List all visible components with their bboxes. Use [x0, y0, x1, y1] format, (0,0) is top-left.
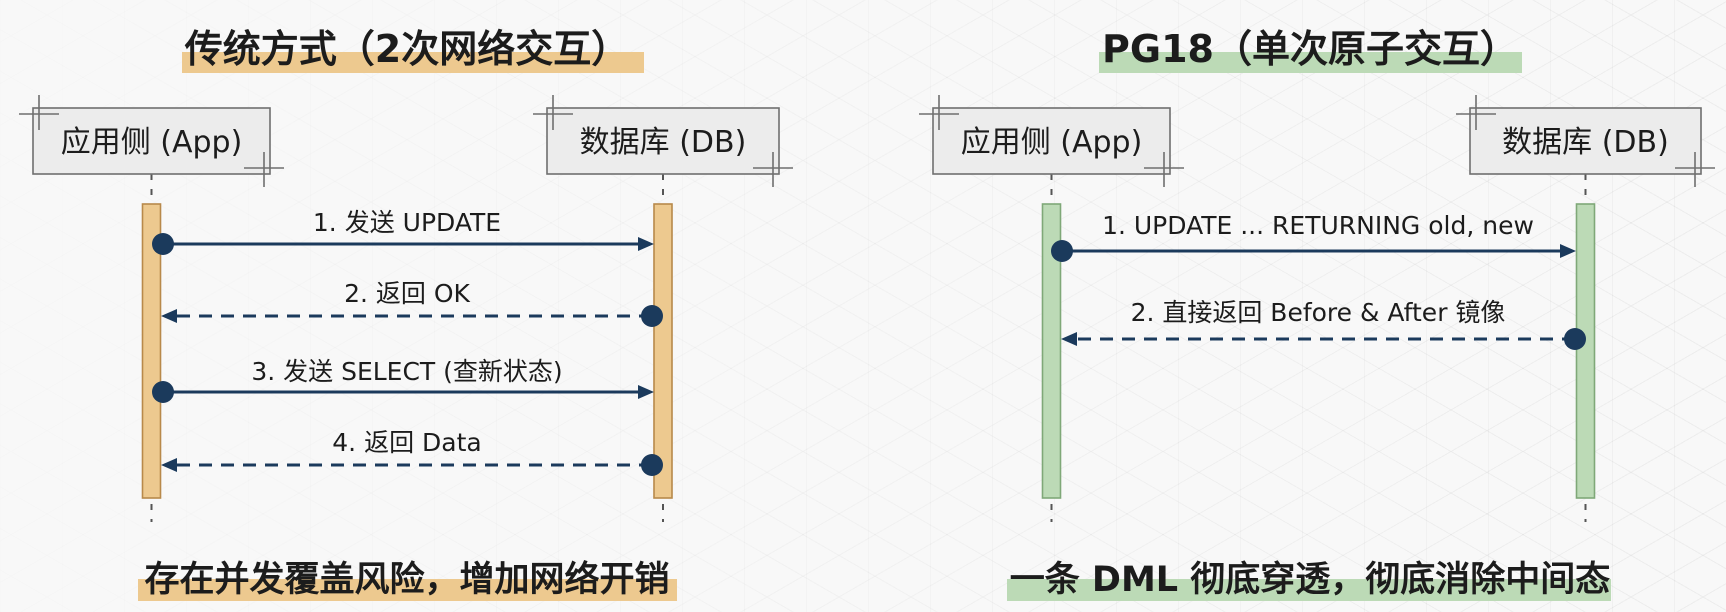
right-db-participant-label: 数据库 (DB): [1502, 125, 1669, 160]
left-message-1-start-dot: [152, 233, 174, 255]
left-message-2-label: 2. 返回 OK: [344, 279, 470, 308]
right-message-2-start-dot: [1564, 328, 1586, 350]
right-message-2-arrowhead: [1061, 332, 1077, 346]
right-db-participant-box: [1469, 107, 1702, 175]
right-app-participant-box: [932, 107, 1171, 175]
left-app-participant-label: 应用侧 (App): [61, 125, 243, 160]
left-message-1-arrowhead: [638, 237, 654, 251]
right-message-1: 1. UPDATE ... RETURNING old, new: [1051, 211, 1576, 262]
right-app-activation-bar: [1041, 203, 1062, 499]
right-footer-highlight: [1007, 579, 1611, 601]
right-message-2: 2. 直接返回 Before & After 镜像: [1061, 298, 1586, 350]
left-message-1: 1. 发送 UPDATE: [152, 208, 654, 255]
right-message-1-start-dot: [1051, 240, 1073, 262]
left-message-2-start-dot: [641, 305, 663, 327]
left-app-activation-bar: [141, 203, 162, 499]
left-db-participant-label: 数据库 (DB): [580, 125, 747, 160]
left-app-participant-box: [32, 107, 271, 175]
left-message-2-arrowhead: [161, 309, 177, 323]
left-db-activation-bar: [653, 203, 673, 499]
left-message-4: 4. 返回 Data: [161, 428, 663, 476]
right-message-1-arrowhead: [1560, 244, 1576, 258]
right-app-participant-label: 应用侧 (App): [961, 125, 1143, 160]
left-message-4-start-dot: [641, 454, 663, 476]
left-panel: 传统方式（2次网络交互） 应用侧 (App) 数据库 (DB) 1. 发: [19, 27, 793, 601]
right-panel: PG18（单次原子交互） 应用侧 (App) 数据库 (DB) 1. U: [919, 27, 1715, 601]
left-footer: 存在并发覆盖风险，增加网络开销: [144, 559, 669, 600]
left-message-4-arrowhead: [161, 458, 177, 472]
left-message-3-start-dot: [152, 381, 174, 403]
right-app-participant: 应用侧 (App): [919, 95, 1184, 187]
left-message-4-label: 4. 返回 Data: [332, 428, 481, 457]
left-title-highlight: [182, 52, 644, 73]
right-message-2-label: 2. 直接返回 Before & After 镜像: [1131, 298, 1506, 327]
left-db-participant: 数据库 (DB): [533, 95, 793, 187]
right-title: PG18（单次原子交互）: [1102, 27, 1518, 71]
right-db-activation-bar: [1575, 203, 1596, 499]
right-footer: 一条 DML 彻底穿透，彻底消除中间态: [1010, 560, 1611, 600]
left-message-3: 3. 发送 SELECT (查新状态): [152, 357, 654, 403]
left-message-3-label: 3. 发送 SELECT (查新状态): [251, 357, 562, 386]
left-title: 传统方式（2次网络交互）: [184, 27, 629, 71]
left-message-2: 2. 返回 OK: [161, 279, 663, 327]
left-app-participant: 应用侧 (App): [19, 95, 284, 187]
left-message-3-arrowhead: [638, 385, 654, 399]
left-db-participant-box: [546, 107, 780, 175]
right-message-1-label: 1. UPDATE ... RETURNING old, new: [1102, 211, 1534, 240]
right-title-highlight: [1099, 52, 1522, 73]
right-db-participant: 数据库 (DB): [1456, 95, 1715, 187]
left-message-1-label: 1. 发送 UPDATE: [313, 208, 501, 237]
left-footer-highlight: [138, 579, 677, 601]
